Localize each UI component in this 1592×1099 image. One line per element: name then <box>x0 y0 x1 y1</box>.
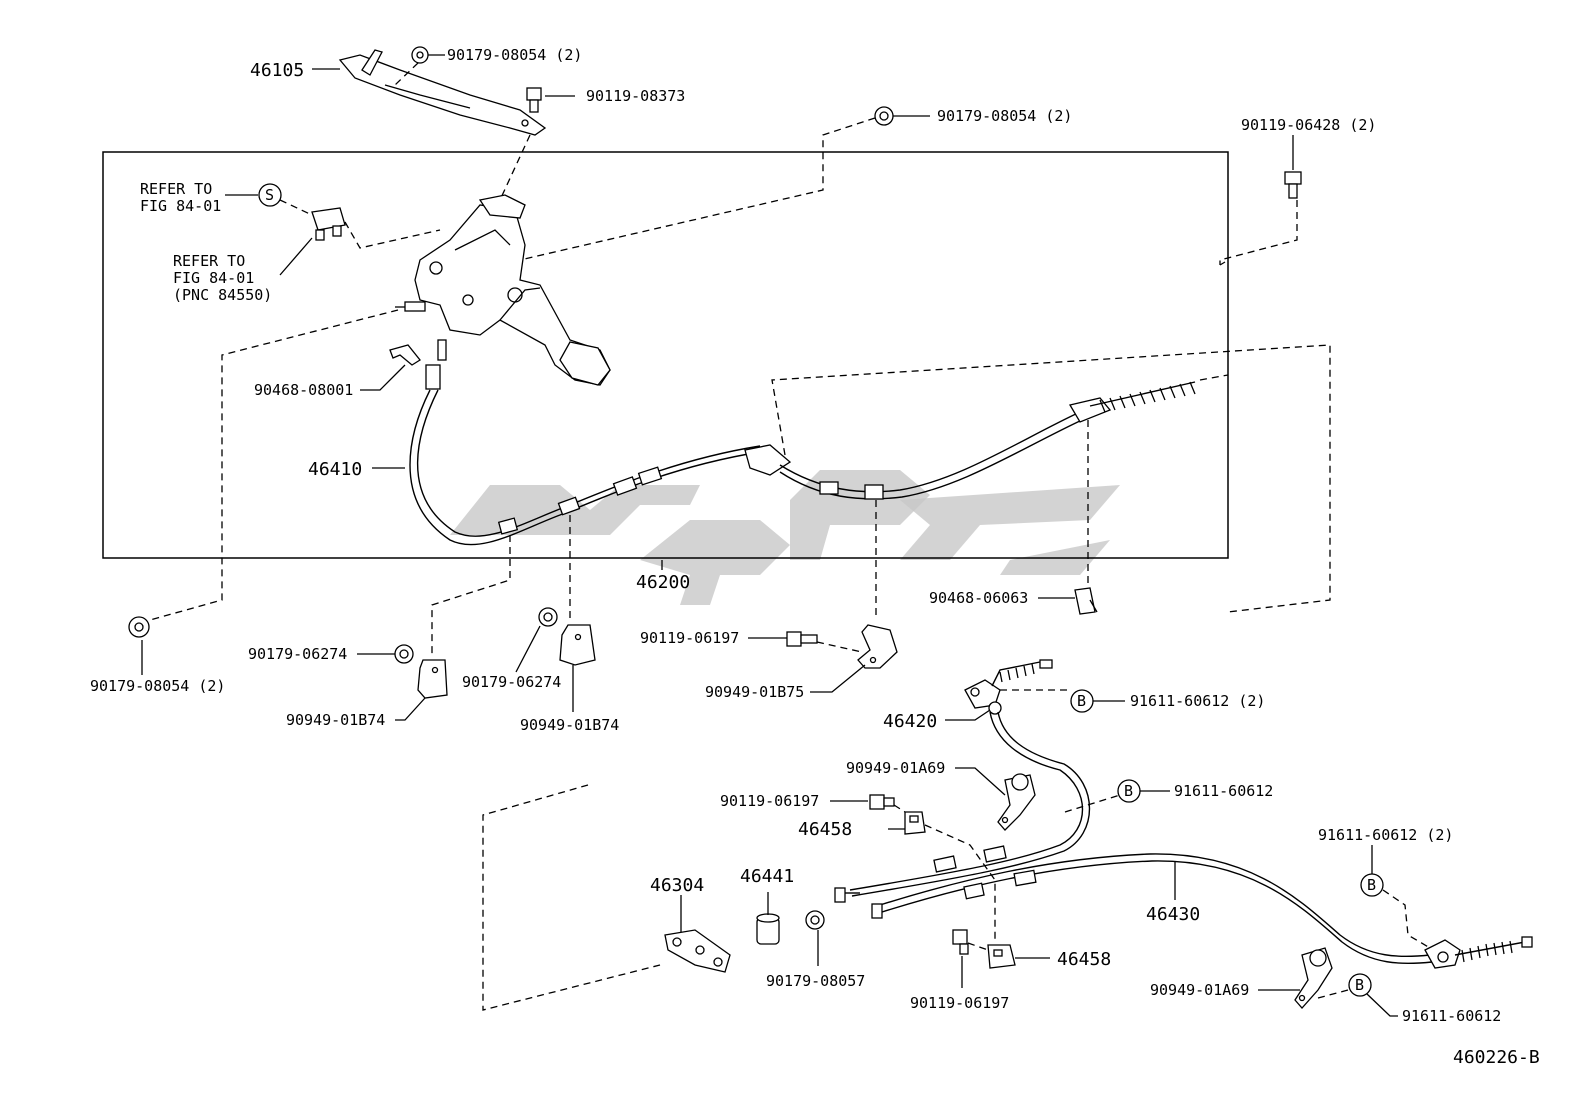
bracket-icon <box>417 659 448 699</box>
nut-icon <box>805 910 825 930</box>
label-46200: 46200 <box>636 572 690 593</box>
bracket-icon <box>997 773 1036 831</box>
marker-b2: B <box>1124 782 1133 800</box>
bolt-icon <box>952 929 969 955</box>
cable-46410 <box>409 339 792 546</box>
cable-46430 <box>871 853 1533 969</box>
bolt-icon <box>526 87 542 113</box>
marker-b4: B <box>1355 976 1364 994</box>
label-90119-06197-a: 90119-06197 <box>640 629 739 647</box>
refer-to-line2: FIG 84-01 <box>140 197 221 215</box>
clip-icon <box>987 944 1016 969</box>
clip-icon <box>389 344 421 366</box>
drawing-number: 460226-B <box>1453 1047 1540 1068</box>
watermark-logo <box>450 470 1120 605</box>
clamp-46304 <box>664 929 731 973</box>
label-46304: 46304 <box>650 875 704 896</box>
label-91611-60612-a: 91611-60612 (2) <box>1130 692 1265 710</box>
label-90949-01A69-b: 90949-01A69 <box>1150 981 1249 999</box>
refer-to-line3: REFER TO <box>173 252 245 270</box>
label-90179-08054-c: 90179-08054 (2) <box>90 677 225 695</box>
refer-to-line5: (PNC 84550) <box>173 286 272 304</box>
label-46458-a: 46458 <box>798 819 852 840</box>
parking-brake-pedal-assembly <box>395 194 611 386</box>
label-46410: 46410 <box>308 459 362 480</box>
nut-icon <box>128 616 150 638</box>
label-90949-01B75: 90949-01B75 <box>705 683 804 701</box>
label-46441: 46441 <box>740 866 794 887</box>
bolt-icon <box>869 794 895 810</box>
label-46420: 46420 <box>883 711 937 732</box>
marker-b3: B <box>1367 876 1376 894</box>
label-46105: 46105 <box>250 60 304 81</box>
refer-to-line4: FIG 84-01 <box>173 269 254 287</box>
label-90179-06274-a: 90179-06274 <box>248 645 347 663</box>
marker-b1: B <box>1077 692 1086 710</box>
cable-46200 <box>779 381 1196 500</box>
label-91611-60612-b: 91611-60612 <box>1174 782 1273 800</box>
label-90179-08054-b: 90179-08054 (2) <box>937 107 1072 125</box>
refer-to-line1: REFER TO <box>140 180 212 198</box>
bolt-icon <box>1284 171 1302 199</box>
label-90119-06197-c: 90119-06197 <box>910 994 1009 1012</box>
nut-icon <box>411 46 429 64</box>
marker-s: S <box>265 186 274 204</box>
bolt-icon <box>786 631 818 647</box>
label-46458-b: 46458 <box>1057 949 1111 970</box>
bracket-icon <box>1294 947 1333 1009</box>
nut-icon <box>538 607 558 627</box>
nut-icon <box>394 644 414 664</box>
bracket-icon <box>857 624 898 669</box>
label-90179-08057: 90179-08057 <box>766 972 865 990</box>
bracket-46105 <box>338 49 547 136</box>
assembly-frame <box>102 151 1229 559</box>
clip-icon <box>1074 587 1098 615</box>
label-90119-06197-b: 90119-06197 <box>720 792 819 810</box>
label-90119-06428: 90119-06428 (2) <box>1241 116 1376 134</box>
label-90179-08054-a: 90179-08054 (2) <box>447 46 582 64</box>
switch-icon <box>311 207 346 241</box>
label-91611-60612-c: 91611-60612 (2) <box>1318 826 1453 844</box>
label-46430: 46430 <box>1146 904 1200 925</box>
clip-icon <box>904 811 926 835</box>
label-90949-01B74-a: 90949-01B74 <box>286 711 385 729</box>
nut-icon <box>874 106 894 126</box>
label-91611-60612-d: 91611-60612 <box>1402 1007 1501 1025</box>
label-90179-06274-b: 90179-06274 <box>462 673 561 691</box>
label-90468-08001: 90468-08001 <box>254 381 353 399</box>
label-90119-08373: 90119-08373 <box>586 87 685 105</box>
label-90949-01B74-b: 90949-01B74 <box>520 716 619 734</box>
label-90949-01A69-a: 90949-01A69 <box>846 759 945 777</box>
label-90468-06063: 90468-06063 <box>929 589 1028 607</box>
grommet-icon <box>756 892 780 945</box>
bracket-icon <box>559 624 596 666</box>
cable-46420 <box>834 659 1091 903</box>
